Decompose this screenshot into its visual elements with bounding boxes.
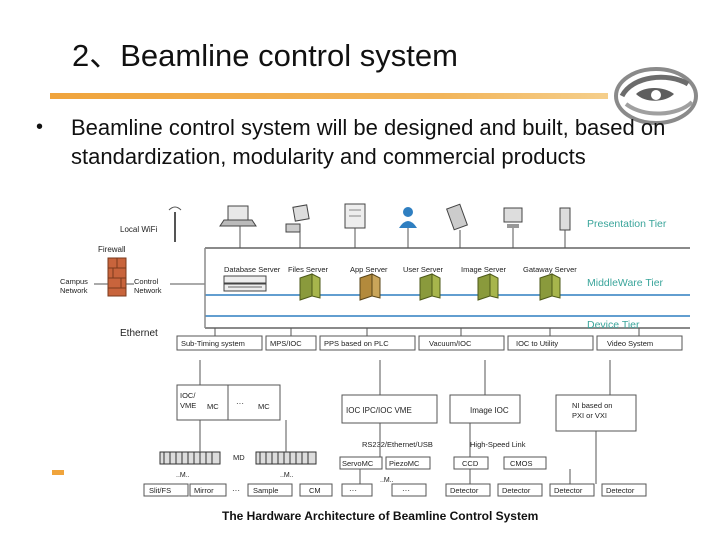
piezo-mc-label: PiezoMC (389, 459, 420, 468)
rs232-link-label: RS232/Ethernet/USB (362, 440, 433, 449)
image-ioc-label: Image IOC (470, 406, 509, 415)
server-label-app: App Server (350, 265, 388, 274)
firewall-icon (107, 257, 127, 297)
detector-label-2: Detector (502, 486, 531, 495)
device-box-subtiming: Sub-Timing system (181, 339, 245, 348)
bottom-ellipsis-3: ··· (402, 486, 410, 495)
device-box-vacuum: Vacuum/IOC (429, 339, 472, 348)
m-label-1: ..M.. (176, 472, 190, 479)
detector-label-3: Detector (554, 486, 583, 495)
device-box-utility: IOC to Utility (516, 339, 558, 348)
phone-icon (559, 207, 571, 231)
database-rack-icon (223, 275, 267, 292)
architecture-diagram: Presentation Tier MiddleWare Tier Device… (60, 203, 690, 497)
slide-title: 2、Beamline control system (72, 38, 458, 73)
server-tower-icon-gateway (539, 273, 561, 301)
ethernet-label: Ethernet (120, 328, 158, 339)
server-label-gateway: Gataway Server (523, 265, 577, 274)
server-tower-icon-app (359, 273, 381, 301)
server-label-user: User Server (403, 265, 444, 274)
middleware-tier-label: MiddleWare Tier (587, 277, 664, 289)
bottom-ellipsis-2: ··· (349, 486, 357, 495)
mc-label-1: MC (207, 402, 219, 411)
laptop-icon (219, 205, 257, 227)
handheld-device-icon (446, 203, 468, 231)
mc-label-2: MC (258, 402, 270, 411)
server-tower-icon-files (299, 273, 321, 301)
motor-driver-icon-2 (255, 451, 317, 465)
device-tier-label: Device Tier (587, 319, 640, 331)
campus-network-label: Campus Network (60, 277, 90, 295)
m-label-2: ..M.. (280, 472, 294, 479)
sample-label: Sample (253, 486, 278, 495)
cmos-label: CMOS (510, 459, 533, 468)
servo-mc-label: ServoMC (342, 459, 374, 468)
figure-caption: The Hardware Architecture of Beamline Co… (222, 509, 539, 523)
tablet-icon (285, 204, 310, 233)
bottom-ellipsis-1: ··· (232, 486, 240, 495)
server-tower-icon-user (419, 273, 441, 301)
detector-label-1: Detector (450, 486, 479, 495)
server-label-files: Files Server (288, 265, 329, 274)
cm-label: CM (309, 486, 321, 495)
local-wifi-label: Local WiFi (120, 225, 158, 234)
device-box-video: Video System (607, 339, 653, 348)
institute-logo (608, 64, 704, 128)
title-rule (50, 93, 610, 99)
user-icon (399, 207, 417, 228)
md-label: MD (233, 453, 245, 462)
server-label-image: Image Server (461, 265, 507, 274)
slit-fs-label: Slit/FS (149, 486, 171, 495)
mirror-label: Mirror (194, 486, 214, 495)
bullet-text: Beamline control system will be designed… (71, 115, 666, 169)
firewall-label: Firewall (98, 245, 126, 254)
server-tower-icon-image (477, 273, 499, 301)
workstation-icon (503, 207, 523, 228)
device-box-mps: MPS/IOC (270, 339, 302, 348)
ni-pxi-label: NI based on PXI or VXI (572, 401, 615, 420)
control-network-label: Control Network (134, 277, 162, 295)
ccd-label: CCD (462, 459, 479, 468)
bullet-point: • (36, 116, 44, 138)
ioc-ipc-vme-label: IOC IPC/IOC VME (346, 406, 412, 415)
ioc-vme-label: IOC/ VME (180, 391, 198, 410)
motor-driver-icon-1 (159, 451, 221, 465)
detector-label-4: Detector (606, 486, 635, 495)
server-label-database: Database Server (224, 265, 281, 274)
wifi-antenna-icon (168, 206, 182, 242)
orange-marker (52, 470, 64, 475)
presentation-tier-label: Presentation Tier (587, 218, 667, 230)
highspeed-link-label: High-Speed Link (470, 440, 526, 449)
crate-ellipsis: ··· (236, 399, 244, 408)
monitor-icon (344, 203, 366, 229)
m-label-3: ..M.. (380, 477, 394, 484)
device-box-pps: PPS based on PLC (324, 339, 389, 348)
